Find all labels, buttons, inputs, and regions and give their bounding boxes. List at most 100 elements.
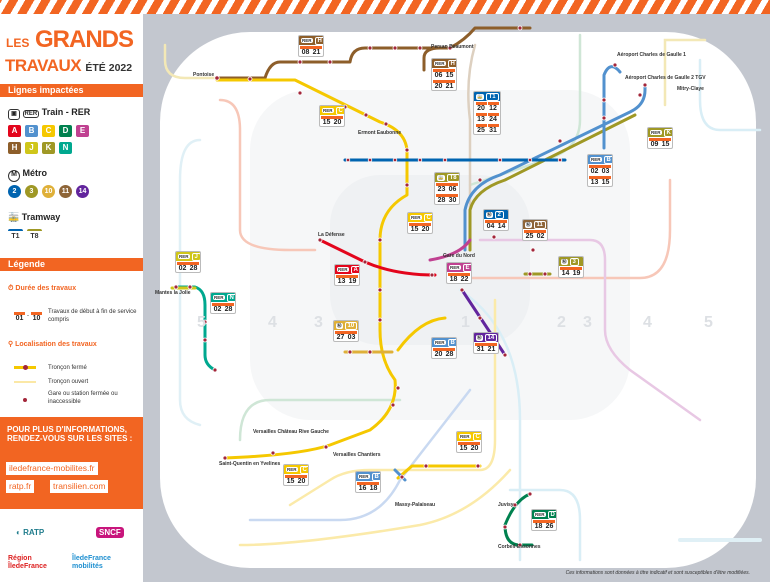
m-icon: Ⓜ: [561, 258, 568, 265]
station-label[interactable]: Mantes la Jolie: [155, 290, 191, 296]
open-section-swatch: [14, 381, 36, 383]
rer-chip-k[interactable]: K: [42, 142, 55, 154]
badge-line-label: C: [335, 106, 344, 115]
open-line-k: [663, 38, 707, 107]
closed-station-dot: [23, 365, 28, 370]
rer-chip-h[interactable]: H: [8, 142, 21, 154]
link-transilien[interactable]: transilien.com: [50, 480, 109, 493]
metro-chip-2[interactable]: 2: [8, 185, 21, 198]
metro-chip-3[interactable]: 3: [25, 185, 38, 198]
closed-line-b-north: [463, 83, 647, 252]
metro-chip-10[interactable]: 10: [42, 185, 55, 198]
duration-title-text: Durée des travaux: [15, 285, 77, 292]
start-date: 09: [649, 138, 660, 148]
start-date: 28: [436, 194, 447, 204]
station-label[interactable]: Massy-Palaiseau: [395, 502, 436, 508]
end-date: 20: [420, 223, 431, 233]
tram-icon: 🚋: [8, 212, 20, 222]
badge-line-label: C: [299, 465, 308, 474]
station-label[interactable]: Pontoise: [193, 72, 215, 78]
zone-number: 3: [314, 314, 323, 331]
rer-chip-e[interactable]: E: [76, 125, 89, 137]
badge-line-label: 14: [484, 333, 498, 342]
badge-line-label: B: [447, 338, 456, 347]
train-rer-label: ▣ RER Train - RER: [8, 107, 90, 120]
badge-header: 🚋T1: [474, 92, 500, 101]
rer-chip-j[interactable]: J: [25, 142, 38, 154]
start-date: 16: [357, 482, 368, 492]
open-line-b-south: [248, 388, 472, 522]
title-travaux-word: TRAVAUX: [5, 56, 82, 75]
start-date: 31: [475, 343, 486, 353]
open-line-d-south: [238, 468, 512, 547]
tram-chip-t1[interactable]: T1: [8, 229, 23, 241]
tram-chip-t8[interactable]: T8: [27, 229, 42, 241]
station-label[interactable]: Persan Beaumont: [431, 44, 474, 50]
end-date: 20: [469, 442, 480, 452]
station-label[interactable]: Aéroport Charles de Gaulle 2 TGV: [625, 75, 706, 81]
station-label[interactable]: Aéroport Charles de Gaulle 1: [617, 52, 686, 58]
end-date: 22: [459, 273, 470, 283]
rer-chip-c[interactable]: C: [42, 125, 55, 137]
closed-line-c: [215, 78, 409, 460]
badge-line-label: C: [423, 213, 432, 222]
station-label[interactable]: La Défense: [318, 232, 345, 238]
start-date: 15: [285, 475, 296, 485]
rer-chip-b[interactable]: B: [25, 125, 38, 137]
example-start-date: 01: [14, 312, 25, 322]
station-label[interactable]: Ermont Eaubonne: [358, 130, 402, 136]
link-iledefrance-mobilites[interactable]: iledefrance-mobilites.fr: [6, 462, 98, 475]
end-date: 24: [487, 113, 499, 123]
link-ratp[interactable]: ratp.fr: [6, 480, 35, 493]
title-grands: GRANDS: [35, 26, 134, 53]
rer-chip-d[interactable]: D: [59, 125, 72, 137]
station-label[interactable]: Corbeil-Essonnes: [498, 544, 541, 550]
badge-line-label: H: [314, 36, 323, 45]
end-date: 15: [600, 176, 611, 186]
badge-line-label: B: [603, 155, 612, 164]
metro-chip-11[interactable]: 11: [59, 185, 72, 198]
station-label[interactable]: Gare du Nord: [443, 253, 475, 259]
rer-icon: RER: [650, 130, 662, 135]
rer-chip-n[interactable]: N: [59, 142, 72, 154]
end-date: 28: [444, 348, 455, 358]
badge-line-label: 3: [569, 257, 579, 266]
legend-duration-title: ⏱ Durée des travaux: [8, 285, 77, 292]
station-label[interactable]: Saint-Quentin en Yvelines: [219, 461, 281, 467]
metro-chip-14[interactable]: 14: [76, 185, 89, 198]
rer-chip-a[interactable]: A: [8, 125, 21, 137]
station-label[interactable]: Juvisy: [498, 502, 514, 508]
station-label[interactable]: Mitry-Claye: [677, 86, 704, 92]
station-label[interactable]: Versailles Chantiers: [333, 452, 381, 458]
station-label[interactable]: Versailles Château Rive Gauche: [253, 429, 329, 435]
m-icon: Ⓜ: [525, 221, 532, 228]
